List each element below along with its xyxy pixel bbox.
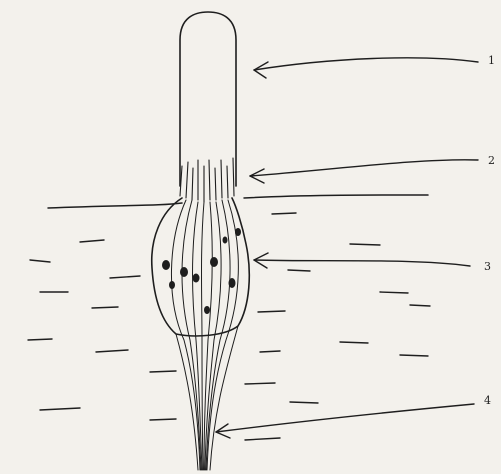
outer-segment [180, 12, 236, 186]
callout-label-4: 4 [484, 394, 491, 407]
callout-label-3: 3 [484, 260, 491, 273]
callout-leaders [216, 58, 478, 438]
filaments [180, 158, 234, 202]
callout-label-1: 1 [488, 54, 495, 67]
surface-line [48, 195, 428, 208]
callout-label-2: 2 [488, 154, 495, 167]
